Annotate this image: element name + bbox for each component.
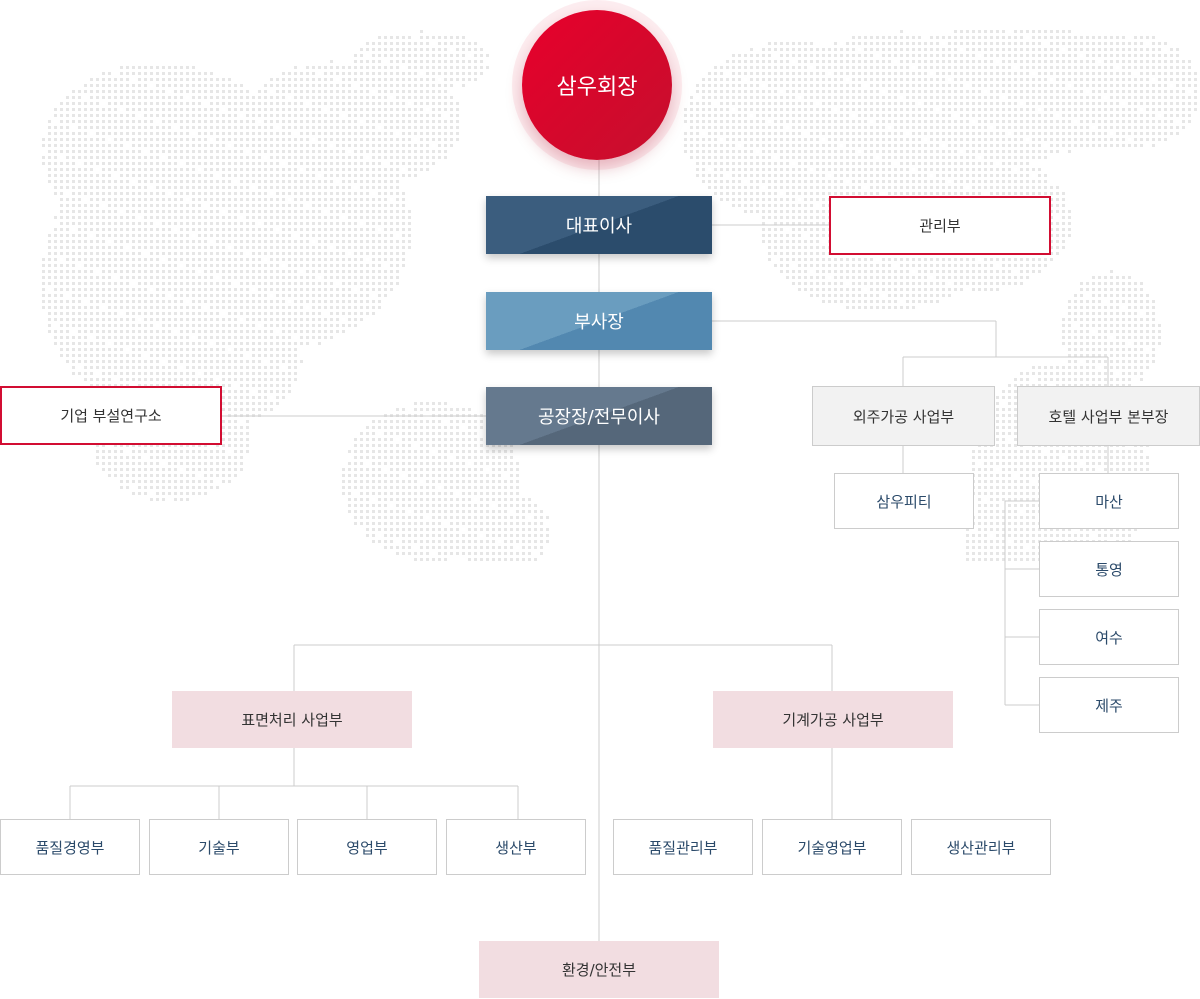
org-node-s-prod: 생산부 (446, 819, 586, 875)
org-node-s-quality: 품질경영부 (0, 819, 140, 875)
org-node-s-sales: 영업부 (297, 819, 437, 875)
org-node-env: 환경/안전부 (479, 941, 719, 998)
org-node-masan: 마산 (1039, 473, 1179, 529)
org-node-m-quality: 품질관리부 (613, 819, 753, 875)
org-node-tongyeong: 통영 (1039, 541, 1179, 597)
org-node-vp: 부사장 (486, 292, 712, 350)
org-node-lab: 기업 부설연구소 (0, 386, 222, 445)
org-node-samwoo-piti: 삼우피티 (834, 473, 974, 529)
org-node-yeosu: 여수 (1039, 609, 1179, 665)
org-node-ceo: 대표이사 (486, 196, 712, 254)
org-node-factory: 공장장/전무이사 (486, 387, 712, 445)
org-node-m-techsales: 기술영업부 (762, 819, 902, 875)
org-node-chairman: 삼우회장 (522, 10, 672, 160)
org-node-jeju: 제주 (1039, 677, 1179, 733)
org-node-s-tech: 기술부 (149, 819, 289, 875)
org-node-surface: 표면처리 사업부 (172, 691, 412, 748)
org-node-m-prod: 생산관리부 (911, 819, 1051, 875)
org-node-machining: 기계가공 사업부 (713, 691, 953, 748)
org-node-admin: 관리부 (829, 196, 1051, 255)
map-dots (42, 30, 1197, 561)
org-node-hotel-hq: 호텔 사업부 본부장 (1017, 386, 1200, 446)
org-node-outsourcing: 외주가공 사업부 (812, 386, 995, 446)
